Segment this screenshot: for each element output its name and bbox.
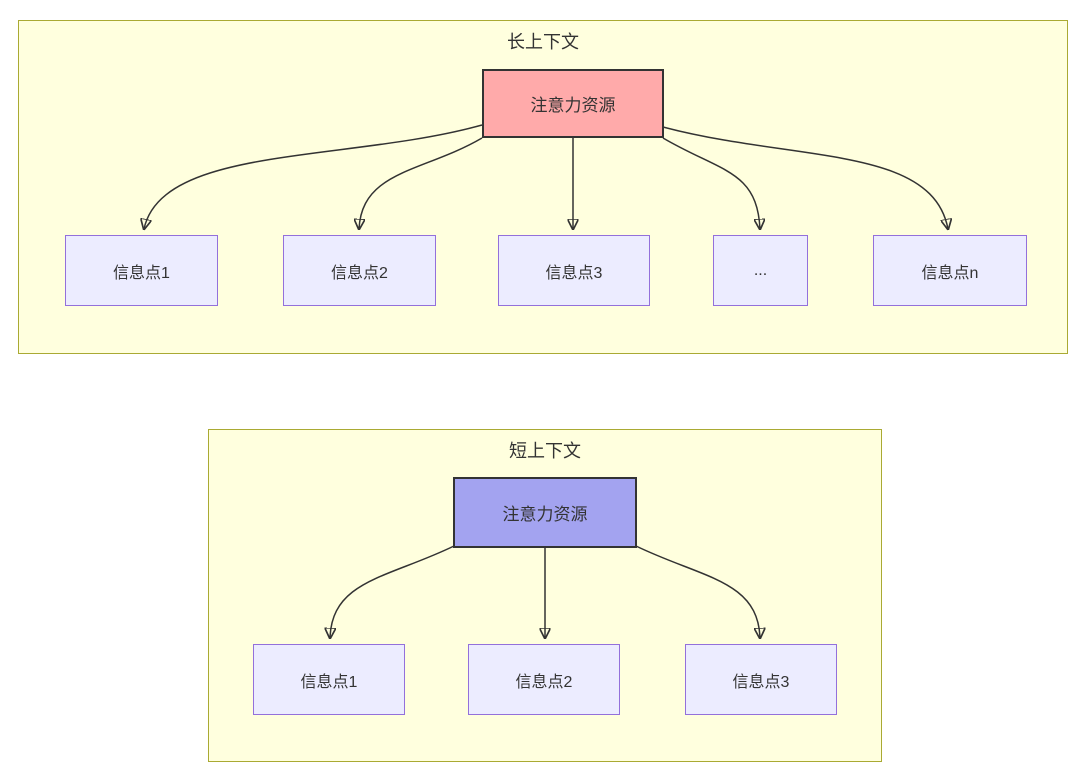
short-info-node-3: 信息点3 [685,644,837,715]
long-info-node-1: 信息点1 [65,235,218,306]
long-info-node-3: 信息点3 [498,235,650,306]
attention-resource-box-long: 注意力资源 [482,69,664,138]
short-info-node-2: 信息点2 [468,644,620,715]
long-context-title: 长上下文 [507,32,579,52]
long-info-node-2: 信息点2 [283,235,436,306]
long-info-node-n: 信息点n [873,235,1027,306]
long-info-node-ellipsis: ... [713,235,808,306]
short-context-title: 短上下文 [509,441,581,461]
attention-resource-box-short: 注意力资源 [453,477,637,548]
short-info-node-1: 信息点1 [253,644,405,715]
